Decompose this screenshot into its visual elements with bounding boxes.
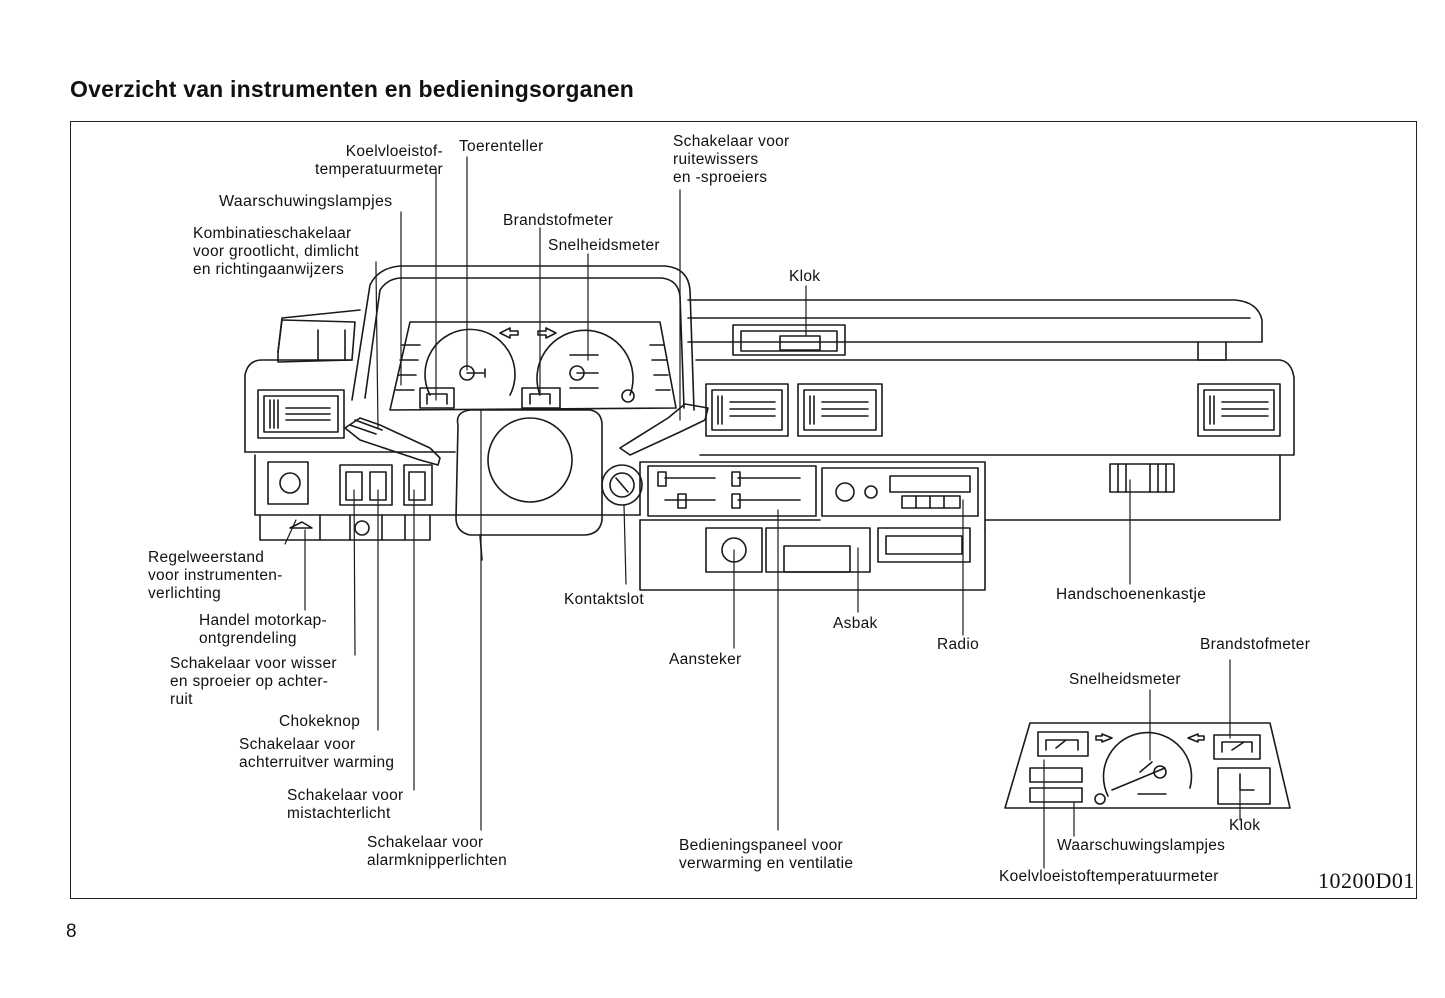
label-clock-top: Klok — [789, 268, 821, 285]
ignition-lock — [601, 464, 643, 506]
center-console — [639, 519, 986, 591]
label-heater-panel: Bedieningspaneel voor verwarming en vent… — [679, 837, 854, 872]
label-ashtray: Asbak — [833, 615, 878, 632]
instrument-hood — [351, 265, 695, 411]
label-speedometer-inset: Snelheidsmeter — [1069, 671, 1181, 688]
label-fuel-gauge-top: Brandstofmeter — [503, 212, 614, 229]
label-coolant-temp-top: Koelvloeistof- temperatuurmeter — [315, 143, 443, 178]
dash-body — [244, 359, 1295, 531]
inset-cluster — [1004, 659, 1291, 869]
label-clock-inset: Klok — [1229, 817, 1261, 834]
label-rear-fog: Schakelaar voor mistachterlicht — [287, 787, 404, 822]
leader-lines — [284, 156, 1131, 831]
label-hood-release: Handel motorkap- ontgrendeling — [199, 612, 327, 647]
label-coolant-temp-inset: Koelvloeistoftemperatuurmeter — [999, 868, 1219, 885]
label-warning-lamps-top: Waarschuwingslampjes — [219, 193, 393, 210]
heater-panel — [647, 465, 817, 517]
combination-stalk — [344, 417, 441, 466]
right-vent — [1197, 383, 1281, 437]
tachometer-gauge — [419, 328, 516, 409]
center-vent-1 — [705, 383, 789, 437]
label-choke: Chokeknop — [279, 713, 361, 730]
wiper-stalk — [619, 403, 709, 456]
label-hazard-switch: Schakelaar voor alarmknipperlichten — [367, 834, 508, 869]
dashboard-hood — [277, 299, 1263, 363]
label-rear-defroster: Schakelaar voor achterruitver warming — [239, 736, 395, 771]
label-warning-lamps-inset: Waarschuwingslampjes — [1057, 837, 1226, 854]
label-combination-switch: Kombinatieschakelaar voor grootlicht, di… — [193, 225, 360, 278]
label-cigarette-lighter: Aansteker — [669, 651, 742, 668]
figure-code: 10200D01 — [1318, 868, 1415, 893]
center-vent-2 — [797, 383, 883, 437]
page-title: Overzicht van instrumenten en bedienings… — [70, 76, 635, 102]
label-speedometer-top: Snelheidsmeter — [548, 237, 660, 254]
label-wiper-switch: Schakelaar voor ruitewissers en -sproeie… — [673, 133, 790, 186]
label-ignition: Kontaktslot — [564, 591, 644, 608]
label-glovebox: Handschoenenkastje — [1056, 586, 1207, 603]
speedometer-gauge — [521, 329, 635, 409]
label-radio: Radio — [937, 636, 979, 653]
label-tachometer: Toerenteller — [459, 138, 544, 155]
radio-unit — [821, 467, 979, 517]
label-fuel-gauge-inset: Brandstofmeter — [1200, 636, 1311, 653]
page-number: 8 — [66, 921, 77, 942]
steering-hub — [455, 409, 603, 561]
glovebox-handle — [1109, 463, 1175, 493]
label-rear-wiper: Schakelaar voor wisser en sproeier op ac… — [170, 655, 337, 708]
clock-unit — [732, 324, 846, 356]
figure-frame — [70, 121, 1417, 899]
left-vent — [257, 389, 345, 439]
lower-left-switches — [259, 461, 433, 541]
label-dimmer: Regelweerstand voor instrumenten- verlic… — [148, 549, 283, 602]
